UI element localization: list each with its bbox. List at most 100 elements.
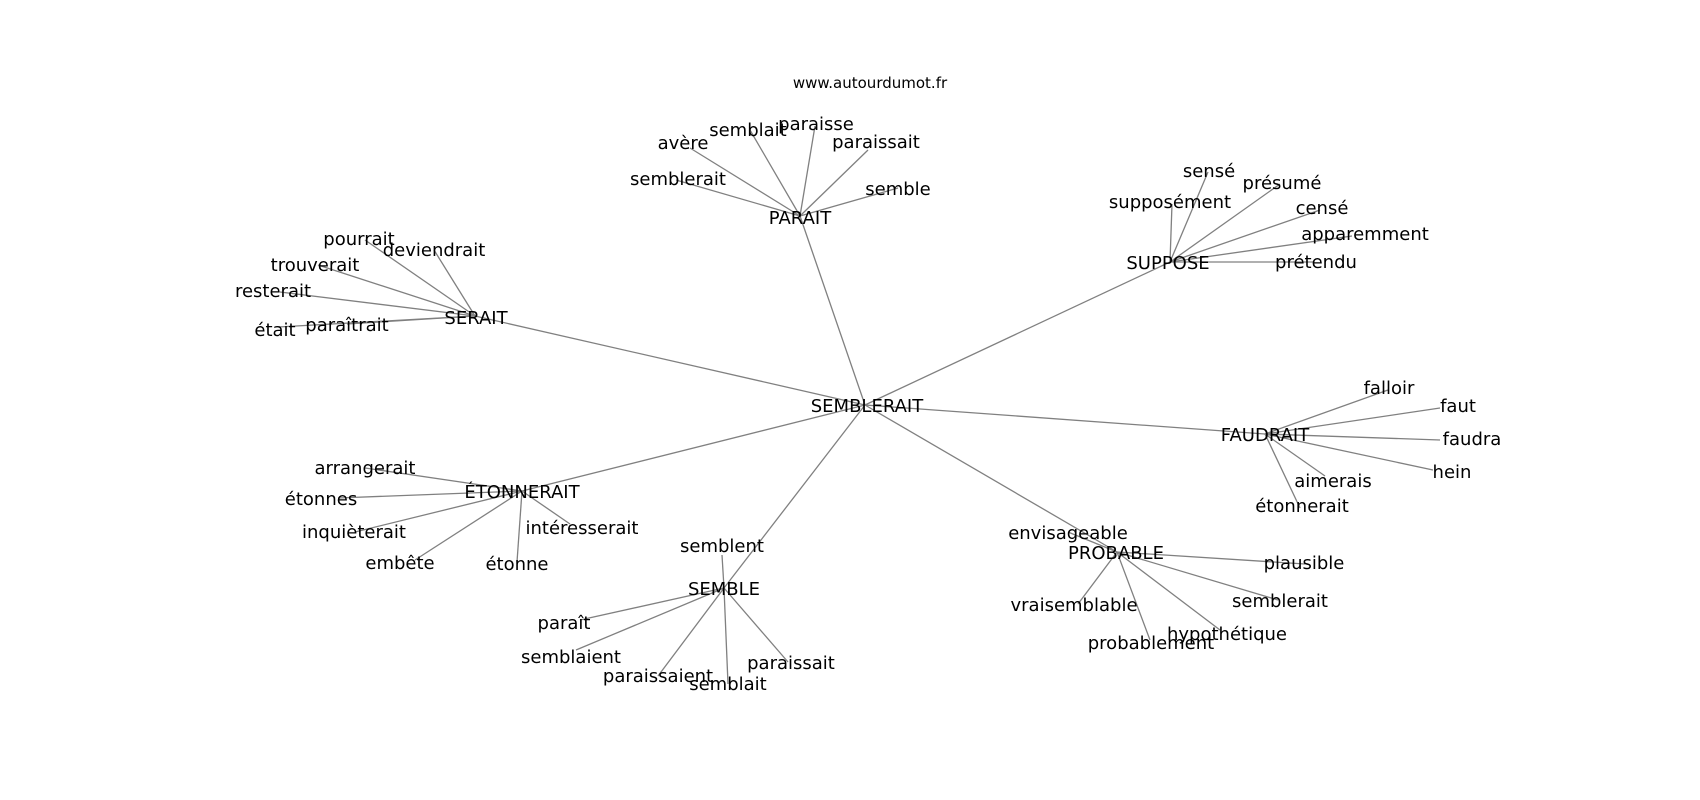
edge-center-etonnerait [521,404,866,492]
edge-parait-paraissait [799,149,869,217]
edge-center-probable [864,404,1118,553]
node-leaf[interactable]: plausible [1264,553,1345,574]
edge-probable-semblerait [1116,551,1279,601]
node-leaf[interactable]: censé [1296,198,1349,219]
node-leaf[interactable]: apparemment [1301,224,1429,245]
node-leaf[interactable]: semblait [709,120,787,141]
edge-parait-paraisse [799,125,816,217]
node-hub-suppose[interactable]: SUPPOSE [1126,253,1209,274]
node-leaf[interactable]: arrangerait [315,458,416,479]
node-leaf[interactable]: probablement [1088,633,1214,654]
node-hub-faudrait[interactable]: FAUDRAIT [1221,425,1310,446]
edge-center-serait [474,315,866,406]
node-leaf[interactable]: semblait [689,674,767,695]
edge-semble-semblaient [575,587,725,651]
edge-faudrait-faudra [1264,433,1441,441]
node-leaf[interactable]: envisageable [1008,523,1128,544]
node-leaf[interactable]: supposément [1109,192,1231,213]
node-leaf[interactable]: avère [658,133,709,154]
edge-parait-semble [799,187,899,217]
node-leaf[interactable]: présumé [1243,173,1322,194]
edge-probable-plausible [1116,551,1306,565]
edge-serait-deviendrait [433,249,476,317]
node-leaf[interactable]: paraissait [832,132,920,153]
node-leaf[interactable]: deviendrait [383,240,486,261]
edge-semble-paraissaient [657,587,725,677]
node-leaf[interactable]: étonne [485,554,548,575]
edge-probable-envisageable [1067,531,1118,553]
node-leaf[interactable]: paraissaient [603,666,713,687]
labels: SEMBLERAIT PARAIT SUPPOSE SERAIT FAUDRAI… [235,114,1501,695]
node-leaf[interactable]: paraît [538,613,591,634]
node-leaf[interactable]: vraisemblable [1010,595,1137,616]
edge-serait-pourrait [364,239,476,317]
edge-faudrait-faut [1264,407,1441,435]
node-leaf[interactable]: aimerais [1294,471,1371,492]
edges [277,125,1441,685]
edge-probable-vraisemblable [1077,551,1118,605]
node-leaf[interactable]: semblerait [630,169,726,190]
node-leaf[interactable]: paraisse [778,114,854,135]
node-center[interactable]: SEMBLERAIT [811,396,924,417]
node-leaf[interactable]: falloir [1364,378,1415,399]
node-hub-probable[interactable]: PROBABLE [1068,543,1164,564]
node-hub-etonnerait[interactable]: ÉTONNERAIT [464,481,580,503]
node-leaf[interactable]: faudra [1443,429,1502,450]
edge-probable-probablement [1116,551,1151,641]
edge-parait-avere [689,147,801,217]
edge-faudrait-hein [1264,433,1434,471]
node-leaf[interactable]: semble [865,179,931,200]
edge-suppose-presume [1169,183,1281,263]
node-leaf[interactable]: sensé [1183,161,1235,182]
edge-probable-hypothetique [1116,551,1221,631]
edge-parait-semblait [749,129,801,217]
node-leaf[interactable]: trouverait [271,255,360,276]
edge-semble-paraissait [723,587,789,663]
edge-faudrait-etonnerait [1264,433,1301,509]
node-leaf[interactable]: pourrait [323,229,394,250]
edge-etonnerait-embete [414,490,523,561]
node-leaf[interactable]: semblerait [1232,591,1328,612]
edge-etonnerait-interesserait [521,490,571,525]
edge-serait-trouverait [317,264,476,317]
edge-etonnerait-etonnes [337,490,523,499]
node-leaf[interactable]: resterait [235,281,311,302]
node-leaf[interactable]: hein [1433,462,1472,483]
edge-suppose-supposement [1169,203,1173,263]
node-hub-parait[interactable]: PARAIT [769,208,832,229]
edge-semble-semblent [721,554,725,589]
node-hub-semble[interactable]: SEMBLE [688,579,760,600]
node-leaf[interactable]: prétendu [1275,252,1357,273]
edge-parait-semblerait [675,179,801,217]
node-leaf[interactable]: paraissait [747,653,835,674]
node-leaf[interactable]: hypothétique [1167,624,1287,645]
edge-etonnerait-inquieterait [354,490,523,533]
edge-serait-resterait [279,291,476,317]
node-leaf[interactable]: était [254,320,295,341]
node-leaf[interactable]: étonnerait [1255,496,1349,517]
edge-center-faudrait [864,404,1266,435]
edge-suppose-cense [1169,209,1321,263]
node-leaf[interactable]: embête [365,553,434,574]
node-leaf[interactable]: inquièterait [302,522,406,543]
edge-semble-parait [579,587,725,621]
node-leaf[interactable]: intéresserait [526,518,639,539]
edge-center-semble [723,404,866,589]
edge-suppose-sense [1169,171,1209,263]
node-hub-serait[interactable]: SERAIT [444,308,508,329]
node-leaf[interactable]: étonnes [285,489,357,510]
node-leaf[interactable]: semblaient [521,647,621,668]
edge-etonnerait-etonne [516,490,523,563]
edge-center-suppose [864,261,1171,406]
edge-center-parait [799,215,866,406]
edge-semble-semblait [723,587,729,685]
edge-faudrait-aimerais [1264,433,1326,477]
node-leaf[interactable]: paraîtrait [305,315,388,336]
node-leaf[interactable]: semblent [680,536,764,557]
edge-serait-etait [277,315,476,328]
edge-faudrait-falloir [1264,389,1389,435]
site-url: www.autourdumot.fr [793,74,948,92]
node-leaf[interactable]: faut [1440,396,1476,417]
edge-etonnerait-arrangerait [364,467,523,492]
